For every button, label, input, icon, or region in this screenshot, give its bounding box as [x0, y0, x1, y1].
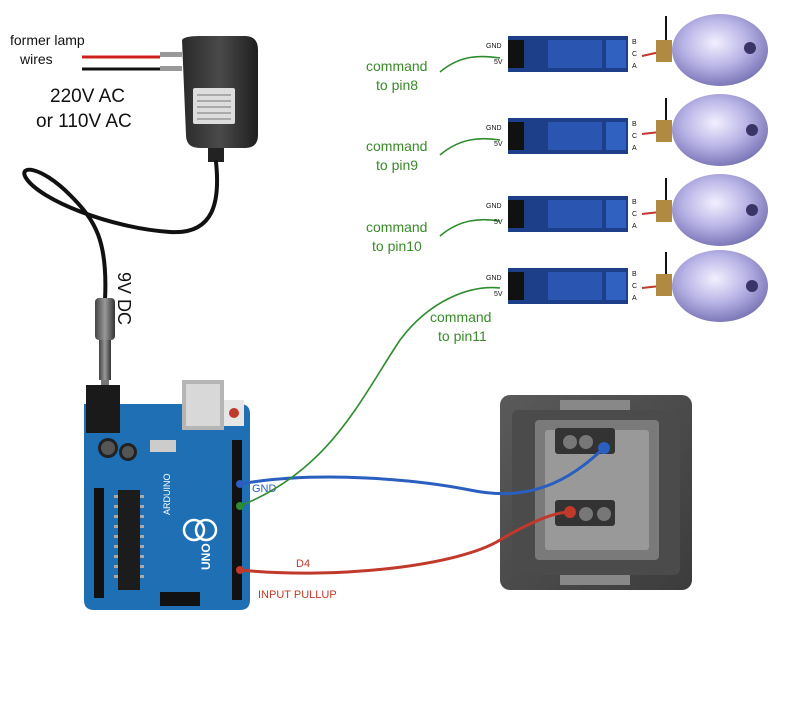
dc-cable: [22, 160, 220, 302]
relay-module: GND 5V B C A: [486, 196, 637, 232]
relay-pin-5v-label: 5V: [494, 291, 503, 298]
relay-pin-gnd-label: GND: [486, 43, 502, 50]
power-adapter: [160, 36, 258, 162]
relay-pin-a-label: A: [632, 223, 637, 230]
relay-module: GND 5V B C A: [486, 268, 637, 304]
command-wire-pin8: [439, 55, 501, 73]
command-pin-label-3: to pin10: [372, 238, 422, 254]
d4-label: D4: [296, 558, 310, 570]
input-pullup-label: INPUT PULLUP: [258, 589, 337, 601]
relay-pin-a-label: A: [632, 295, 637, 302]
command-pin-label-1: to pin8: [376, 77, 418, 93]
light-bulb: [641, 250, 768, 322]
command-pin-label-4: to pin11: [438, 328, 487, 344]
relay-pin-a-label: A: [632, 63, 637, 70]
relay-pin-a-label: A: [632, 145, 637, 152]
d4-wire: [239, 510, 571, 575]
voltage-110-label: or 110V AC: [36, 111, 132, 132]
light-bulb: [641, 174, 768, 246]
arduino-brand-label: ARDUINO: [162, 473, 172, 515]
command-label-1: command: [366, 58, 427, 74]
uno-label: UNO: [199, 543, 213, 570]
command-pin-label-2: to pin9: [376, 157, 418, 173]
relay-pin-5v-label: 5V: [494, 219, 503, 226]
wires-label: wires: [19, 51, 53, 67]
relay-pin-c-label: C: [632, 211, 637, 218]
relay-pin-c-label: C: [632, 51, 637, 58]
gnd-wire: [239, 446, 606, 496]
command-wire-pin11: [239, 286, 501, 507]
command-wire-pin10: [439, 218, 501, 237]
voltage-220-label: 220V AC: [50, 86, 125, 107]
relay-pin-c-label: C: [632, 283, 637, 290]
light-bulb: [641, 94, 768, 166]
command-wire-pin9: [439, 137, 501, 156]
relay-module: GND 5V B C A: [486, 36, 637, 72]
relay-pin-gnd-label: GND: [486, 275, 502, 282]
relay-pin-5v-label: 5V: [494, 59, 503, 66]
relay-pin-gnd-label: GND: [486, 125, 502, 132]
relay-pin-c-label: C: [632, 133, 637, 140]
relay-pin-gnd-label: GND: [486, 203, 502, 210]
lamp-wires: [82, 55, 160, 71]
relay-pin-b-label: B: [632, 271, 637, 278]
dc-jack-plug: [95, 298, 115, 388]
relay-pin-b-label: B: [632, 39, 637, 46]
relay-module: GND 5V B C A: [486, 118, 637, 154]
command-label-3: command: [366, 219, 427, 235]
light-bulb: [641, 14, 768, 86]
arduino-uno-board: ARDUINO UNO: [84, 380, 250, 610]
wall-switch: [500, 395, 692, 590]
relay-pin-b-label: B: [632, 121, 637, 128]
command-label-4: command: [430, 309, 491, 325]
command-label-2: command: [366, 138, 427, 154]
relay-pin-5v-label: 5V: [494, 141, 503, 148]
former-lamp-label: former lamp: [10, 32, 85, 48]
relay-pin-b-label: B: [632, 199, 637, 206]
dc-9v-label: 9V DC: [114, 272, 134, 325]
